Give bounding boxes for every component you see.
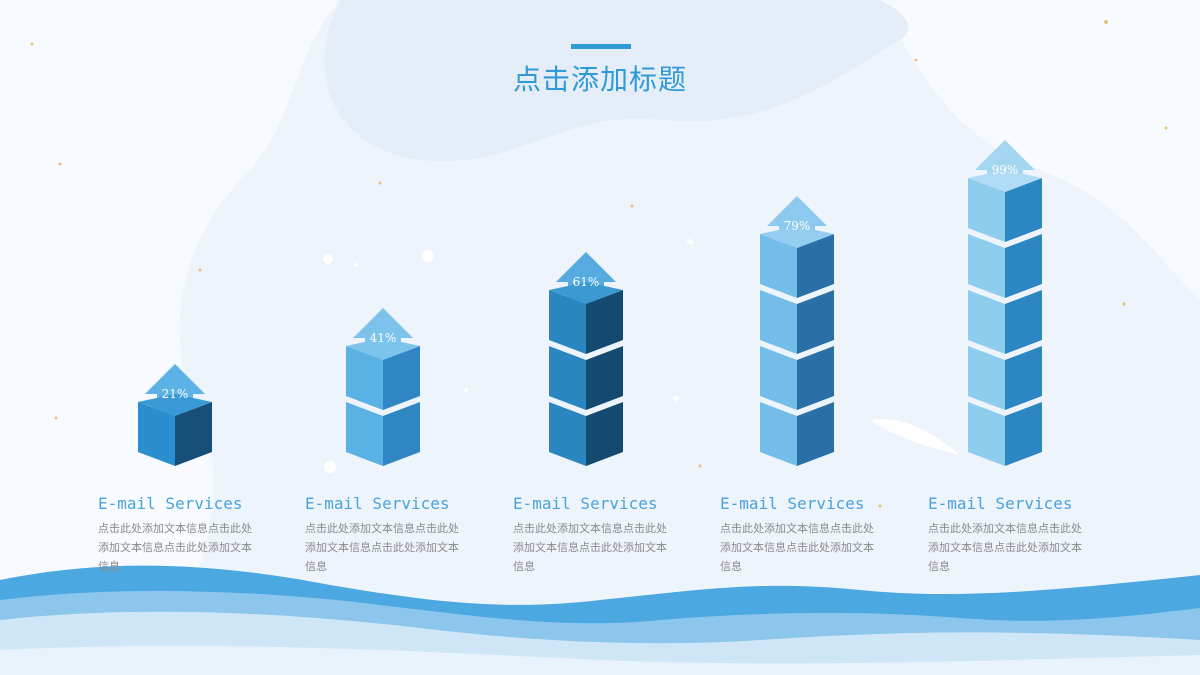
- item-1: E-mail Services 点击此处添加文本信息点击此处添加文本信息点击此处…: [98, 494, 298, 576]
- cube-side: [797, 402, 834, 466]
- cube-front: [549, 346, 586, 410]
- item-5: E-mail Services 点击此处添加文本信息点击此处添加文本信息点击此处…: [928, 494, 1128, 576]
- cube-side: [1005, 234, 1042, 298]
- cube-front: [968, 346, 1005, 410]
- cube-top: [138, 394, 212, 416]
- item-title[interactable]: E-mail Services: [720, 494, 865, 513]
- cube-side: [797, 234, 834, 298]
- cube-front: [968, 234, 1005, 298]
- cube-side: [383, 402, 420, 466]
- cube-front: [346, 346, 383, 410]
- cube-side: [1005, 290, 1042, 354]
- cube-side: [175, 402, 212, 466]
- bar-value-label: 21%: [162, 387, 189, 401]
- cube-front: [760, 234, 797, 298]
- bar-2: 41%: [346, 308, 420, 466]
- item-title[interactable]: E-mail Services: [928, 494, 1073, 513]
- item-title[interactable]: E-mail Services: [98, 494, 243, 513]
- cube-front: [549, 290, 586, 354]
- cube-front: [968, 402, 1005, 466]
- cube-front: [549, 402, 586, 466]
- cube-side: [586, 290, 623, 354]
- item-title[interactable]: E-mail Services: [513, 494, 658, 513]
- cube-top: [346, 338, 420, 360]
- item-description[interactable]: 点击此处添加文本信息点击此处添加文本信息点击此处添加文本信息: [513, 522, 667, 573]
- cube-top: [549, 282, 623, 304]
- item-description[interactable]: 点击此处添加文本信息点击此处添加文本信息点击此处添加文本信息: [928, 522, 1082, 573]
- item-description[interactable]: 点击此处添加文本信息点击此处添加文本信息点击此处添加文本信息: [720, 522, 874, 573]
- item-3: E-mail Services 点击此处添加文本信息点击此处添加文本信息点击此处…: [513, 494, 713, 576]
- bar-3: 61%: [549, 252, 623, 466]
- cube-front: [346, 402, 383, 466]
- cube-front: [760, 346, 797, 410]
- cube-side: [1005, 402, 1042, 466]
- cube-side: [383, 346, 420, 410]
- cube-side: [797, 290, 834, 354]
- bar-5: 99%: [968, 140, 1042, 466]
- item-4: E-mail Services 点击此处添加文本信息点击此处添加文本信息点击此处…: [720, 494, 920, 576]
- bar-value-label: 99%: [992, 163, 1019, 177]
- cube-front: [138, 402, 175, 466]
- page-title[interactable]: 点击添加标题: [512, 63, 687, 96]
- cube-top: [760, 226, 834, 248]
- cube-side: [586, 402, 623, 466]
- bar-value-label: 79%: [784, 219, 811, 233]
- cube-side: [586, 346, 623, 410]
- cube-side: [797, 346, 834, 410]
- item-description[interactable]: 点击此处添加文本信息点击此处添加文本信息点击此处添加文本信息: [98, 522, 252, 573]
- cube-top: [968, 170, 1042, 192]
- bar-value-label: 61%: [573, 275, 600, 289]
- cube-front: [760, 402, 797, 466]
- item-title[interactable]: E-mail Services: [305, 494, 450, 513]
- cube-front: [760, 290, 797, 354]
- cube-front: [968, 290, 1005, 354]
- bar-1: 21%: [138, 364, 212, 466]
- bar-4: 79%: [760, 196, 834, 466]
- cube-side: [1005, 178, 1042, 242]
- item-description[interactable]: 点击此处添加文本信息点击此处添加文本信息点击此处添加文本信息: [305, 522, 459, 573]
- cube-front: [968, 178, 1005, 242]
- item-2: E-mail Services 点击此处添加文本信息点击此处添加文本信息点击此处…: [305, 494, 505, 576]
- bar-value-label: 41%: [370, 331, 397, 345]
- title-accent-bar: [571, 44, 631, 49]
- cube-side: [1005, 346, 1042, 410]
